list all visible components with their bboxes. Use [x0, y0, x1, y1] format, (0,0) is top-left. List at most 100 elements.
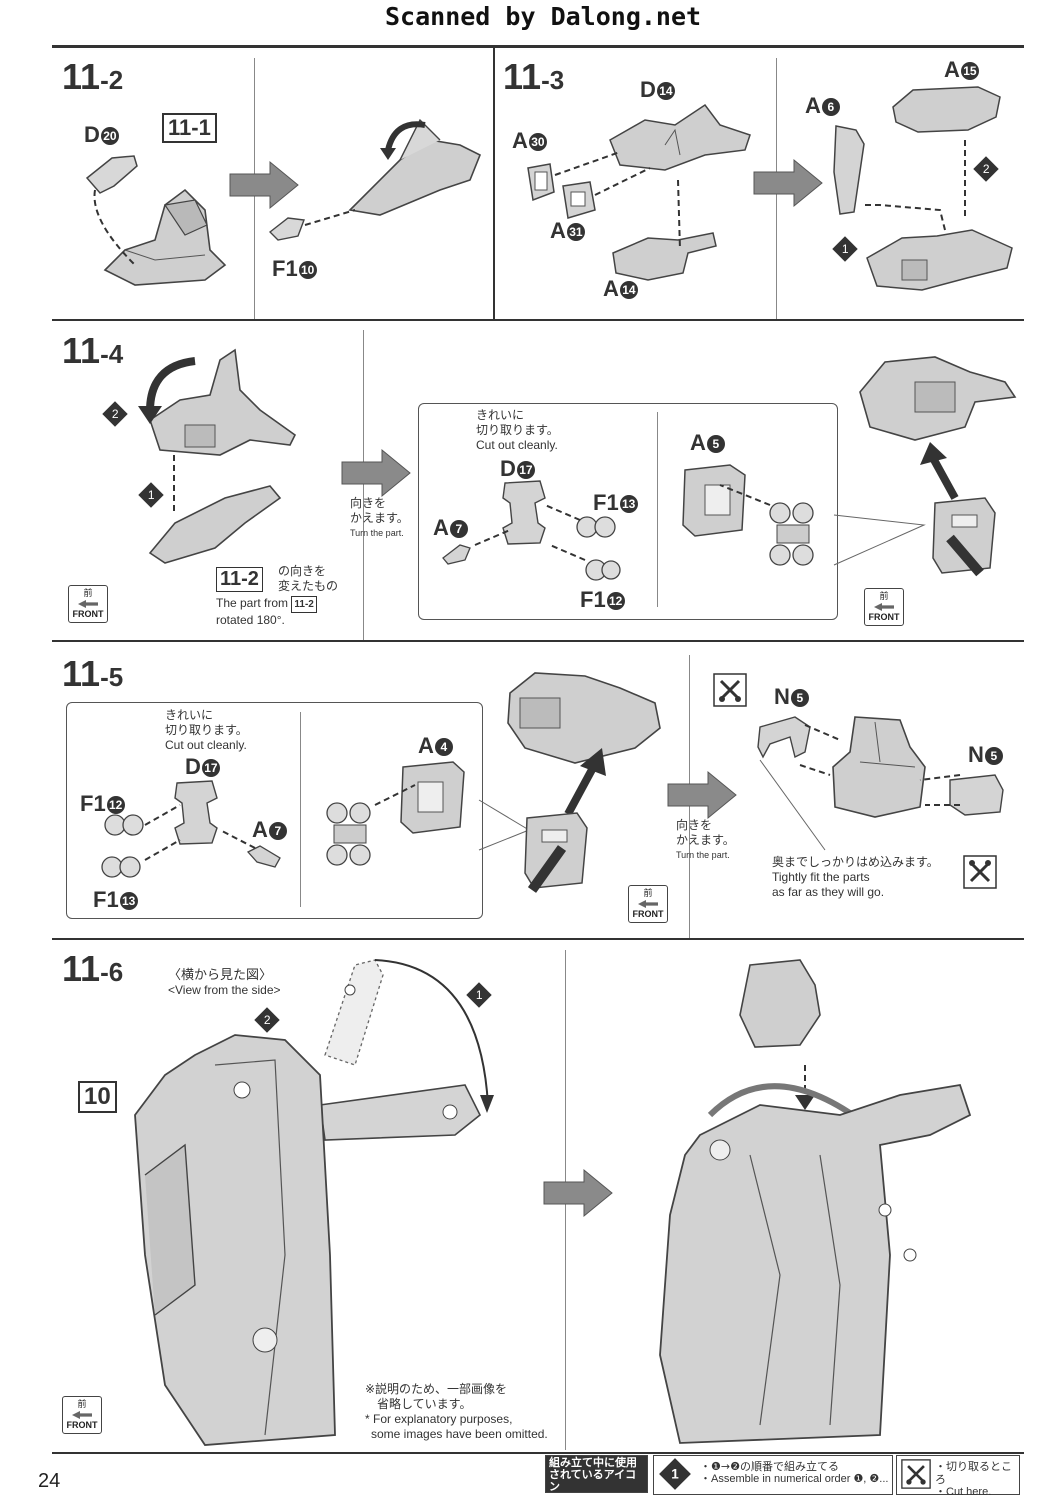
- step-arrow-11-3: [753, 158, 823, 208]
- part-number-badge: 7: [268, 822, 287, 841]
- step-11-3-title: 11-3: [503, 56, 564, 98]
- front-badge-11-5: 前 FRONT: [628, 885, 668, 923]
- turn-en: Turn the part.: [350, 528, 404, 538]
- part-letter: D: [185, 754, 201, 779]
- order-marker-2-11-3: 2: [973, 156, 999, 182]
- tight-en-line2: as far as they will go.: [772, 885, 885, 899]
- callout-divider-11-5: [300, 712, 301, 907]
- step-sub-number: -2: [100, 65, 124, 95]
- cut-en: Cut out cleanly.: [165, 738, 247, 752]
- part-letter: A: [512, 128, 528, 153]
- part-number-badge: 12: [106, 796, 125, 815]
- part-letter: F1: [272, 256, 298, 281]
- part-f1-12-drawing-11-4: [585, 559, 621, 581]
- part-number-badge: 4: [434, 738, 453, 757]
- reference-jp-line2: 変えたもの: [278, 579, 339, 593]
- col-divider-11-2-11-3: [493, 47, 495, 319]
- row-divider-2: [52, 640, 1024, 642]
- step-number: 11: [62, 330, 101, 371]
- part-d20-drawing: [85, 155, 138, 194]
- reference-label: 11-1: [168, 115, 211, 140]
- part-letter: A: [433, 515, 449, 540]
- order-number: 2: [111, 407, 119, 421]
- order-icon: 1: [659, 1458, 691, 1490]
- order-number: 2: [982, 162, 990, 176]
- order-number: 1: [841, 242, 849, 256]
- dashed-guide-a5: [719, 484, 771, 506]
- dashed-guide-11-2: [93, 189, 136, 266]
- body-assembly-11-4-upper: [149, 348, 297, 456]
- part-letter: A: [944, 57, 960, 82]
- front-badge-11-4b: 前 FRONT: [864, 588, 904, 626]
- reference-jp-line1: の向きを: [278, 564, 327, 578]
- part-a7-drawing-11-4: [442, 544, 471, 565]
- turn-jp-line2: かえます。: [676, 833, 735, 847]
- part-letter: N: [968, 742, 984, 767]
- curved-arrow-icon: [138, 357, 196, 424]
- reference-label: 10: [84, 1083, 111, 1110]
- col-divider-11-4: [363, 330, 364, 640]
- cut-note-11-4: きれいに 切り取ります。 Cut out cleanly.: [476, 408, 559, 453]
- part-number-badge: 14: [619, 281, 638, 300]
- body-assembly-11-4-right: [859, 356, 1017, 441]
- bottom-rule: [52, 1452, 1024, 1454]
- part-number-badge: 13: [619, 495, 638, 514]
- part-letter: D: [500, 456, 516, 481]
- step-number: 11: [62, 653, 101, 694]
- part-number-badge: 20: [100, 127, 119, 146]
- part-letter: A: [805, 93, 821, 118]
- row-divider-1: [52, 319, 1024, 321]
- order-marker-1-11-3: 1: [832, 236, 858, 262]
- front-arrow-icon: [638, 900, 658, 908]
- part-letter: F1: [593, 490, 619, 515]
- reference-en-box: 11-2: [291, 596, 317, 613]
- side-view-caption: 〈横から見た図〉 <View from the side>: [168, 968, 281, 998]
- cut-jp-line2: 切り取ります。: [476, 423, 559, 437]
- joint-assembly-11-4: [769, 502, 814, 566]
- legend-order-box: 1 ・❶→❷の順番で組み立てる ・Assemble in numerical o…: [653, 1455, 893, 1495]
- leg-side-view: [134, 959, 482, 1446]
- body-assembly-11-2: [103, 188, 227, 286]
- step-sub-number: -4: [100, 339, 124, 369]
- side-view-jp: 〈横から見た図〉: [168, 968, 273, 983]
- part-number-badge: 17: [201, 759, 220, 778]
- legend-en: Symbols used in instructions: [549, 1493, 608, 1511]
- step-number: 11: [503, 56, 542, 97]
- body-assembly-11-4-lower: [148, 485, 282, 564]
- step-arrow-11-2: [229, 160, 299, 210]
- cut-here-icon-11-5b: [963, 855, 997, 889]
- callout-pointer-11-4: [833, 514, 926, 566]
- cut-jp-line1: きれいに: [165, 708, 214, 722]
- part-f1-12-drawing-11-5: [104, 814, 144, 836]
- cut-legend-jp: ・切り取るところ: [935, 1460, 1012, 1486]
- reference-box-11-1: 11-1: [162, 113, 217, 143]
- part-number-badge: 30: [528, 133, 547, 152]
- leg-assembly-11-5: [832, 716, 926, 818]
- part-number-badge: 15: [960, 62, 979, 81]
- legend-jp-line2: されているアイコン: [549, 1468, 637, 1493]
- part-number-badge: 5: [984, 747, 1003, 766]
- watermark-text: Scanned by Dalong.net: [385, 2, 702, 31]
- part-letter: A: [418, 733, 434, 758]
- part-a4-inserted: [524, 812, 588, 893]
- turn-jp-line1: 向きを: [350, 496, 387, 510]
- reference-note-11-4: 11-2 の向きを変えたもの The part from 11-2 rotate…: [216, 564, 356, 628]
- step-sub-number: -6: [100, 957, 124, 987]
- part-a15-drawing: [892, 86, 1001, 133]
- leg-assembly-final: [659, 959, 972, 1444]
- cut-here-icon-legend: [901, 1459, 931, 1489]
- part-letter: A: [550, 218, 566, 243]
- part-a6-drawing: [833, 125, 865, 215]
- part-d17-drawing-11-4: [502, 480, 546, 545]
- part-f1-10-drawing: [268, 217, 305, 241]
- step-11-6-title: 11-6: [62, 948, 123, 990]
- note-en-line2: some images have been omitted.: [371, 1427, 548, 1441]
- part-number-badge: 17: [516, 461, 535, 480]
